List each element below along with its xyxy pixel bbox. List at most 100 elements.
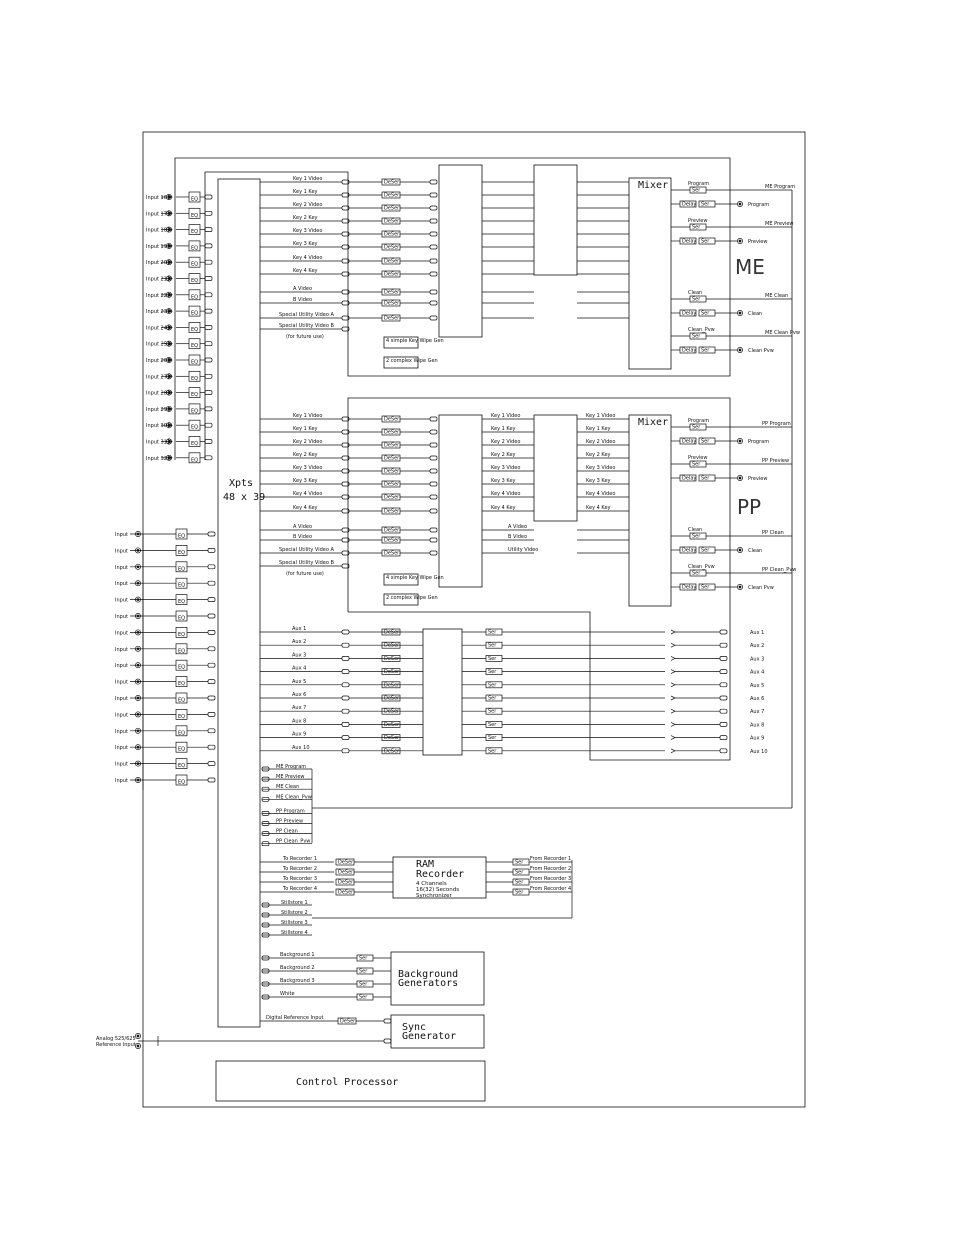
xpts-in-connector xyxy=(204,439,213,444)
me-input-label: Key 2 Video xyxy=(293,202,322,208)
bg-ser-label: Ser xyxy=(359,969,368,975)
top-input-label: Input 19 xyxy=(146,244,167,250)
pp-mid-label: Key 3 Key xyxy=(491,478,516,484)
me-complex-wipe-label: 2 complex Wipe Gen xyxy=(386,358,438,364)
xpts-in-connector xyxy=(204,308,213,314)
aux-connector xyxy=(341,669,350,674)
top-input-label: Input 32 xyxy=(146,456,167,462)
pp-out-jack-dot xyxy=(738,476,742,480)
pp-deser-label: DeSer xyxy=(384,417,400,423)
pp-mid-label-2: Key 3 Video xyxy=(586,465,615,471)
input-jack xyxy=(166,291,172,298)
xpts-in-connector xyxy=(207,777,216,783)
me-input-label: Special Utility Video A xyxy=(279,312,334,318)
pp-deser-label: DeSer xyxy=(384,469,400,475)
pp-connector xyxy=(429,527,438,533)
aux-connector xyxy=(341,748,350,754)
me-connector xyxy=(429,218,438,224)
me-section-title: ME xyxy=(735,255,765,279)
aux-in-label: Aux 1 xyxy=(292,626,306,632)
aux-deser-label: DeSer xyxy=(384,709,400,715)
me-frame xyxy=(174,157,731,460)
pp-deser-label: DeSer xyxy=(384,495,400,501)
aux-in-label: Aux 7 xyxy=(292,705,306,711)
input-jack xyxy=(166,389,172,396)
me-block-a xyxy=(438,164,483,338)
me-input-label: Key 2 Key xyxy=(293,215,318,221)
input-jack xyxy=(166,422,172,429)
me-input-label: Special Utility Video B xyxy=(279,323,334,329)
xpts-in-connector xyxy=(207,548,216,553)
from-recorder-label: From Recorder 2 xyxy=(530,866,571,872)
background-connector xyxy=(261,981,270,987)
bus-connector xyxy=(261,766,270,772)
pp-connector xyxy=(429,508,438,514)
me-connector xyxy=(429,300,438,306)
aux-out-connector xyxy=(719,708,728,714)
pp-mixer-block xyxy=(628,414,672,607)
input-jack-dot xyxy=(167,293,171,297)
input-label: Input xyxy=(115,745,128,751)
me-ser-label: Ser xyxy=(692,225,701,231)
from-recorder-label: From Recorder 1 xyxy=(530,856,571,862)
xpts-in-connector xyxy=(204,227,213,232)
xpts-in-connector xyxy=(204,341,213,347)
pp-mid-label-2: Key 2 Video xyxy=(586,439,615,445)
eq-box-label: EQ xyxy=(178,665,185,671)
pp-ser-label: Ser xyxy=(701,548,710,554)
eq-box-label: EQ xyxy=(178,730,185,736)
stillstore-label: Stillstore 4 xyxy=(281,930,308,936)
pp-input-label: Key 3 Key xyxy=(293,478,318,484)
sync-title-1: Sync xyxy=(402,1022,426,1033)
aux-deser-label: DeSer xyxy=(384,656,400,662)
aux-out-connector xyxy=(719,722,728,727)
stillstore-label: Stillstore 1 xyxy=(281,900,308,906)
ram-title-1: RAM xyxy=(416,859,434,870)
sync-connector xyxy=(383,1018,392,1024)
stillstore-label: Stillstore 3 xyxy=(281,920,308,926)
me-out-jack-dot xyxy=(738,311,742,315)
input-jack-dot xyxy=(167,440,171,443)
sync-deser-label: DeSer xyxy=(340,1019,356,1025)
aux-out-connector xyxy=(719,695,728,701)
aux-driver xyxy=(670,629,676,635)
eq-box-label: EQ xyxy=(191,262,198,268)
me-right-label: ME Program xyxy=(765,184,795,190)
eq-box-label: EQ xyxy=(191,229,198,235)
pp-mid-label: B Video xyxy=(508,534,527,540)
pp-block-a xyxy=(438,414,483,588)
pp-connector xyxy=(429,455,438,461)
me-deser-label: DeSer xyxy=(384,232,400,238)
input-jack-dot xyxy=(167,374,171,378)
me-right-label: ME Clean xyxy=(765,293,788,299)
background-label: White xyxy=(280,991,295,997)
input-jack-dot xyxy=(167,342,171,346)
aux-block xyxy=(422,628,463,756)
eq-box-label: EQ xyxy=(178,616,185,622)
input-jack-dot xyxy=(167,260,171,264)
pp-block-b xyxy=(533,414,578,522)
aux-driver xyxy=(670,682,676,688)
pp-input-label: Key 3 Video xyxy=(293,465,322,471)
bus-connector xyxy=(261,821,270,826)
aux-out-connector xyxy=(719,735,728,740)
xpts-in-connector xyxy=(204,406,213,412)
pp-connector xyxy=(429,494,438,500)
pp-mid-label: Key 2 Key xyxy=(491,452,516,458)
aux-out-label: Aux 8 xyxy=(750,722,764,728)
input-label: Input xyxy=(115,696,128,702)
eq-box-label: EQ xyxy=(178,714,185,720)
aux-out-label: Aux 5 xyxy=(750,683,764,689)
aux-connector xyxy=(341,656,350,661)
me-input-label: B Video xyxy=(293,297,312,303)
bus-connector xyxy=(261,811,270,816)
input-jack-dot xyxy=(167,211,171,215)
top-input-label: Input 18 xyxy=(146,228,167,234)
sync-connector xyxy=(383,1038,392,1044)
analog-ref-label-2: Reference Input xyxy=(96,1042,136,1048)
me-out-jack-dot xyxy=(738,348,742,352)
aux-ser-label: Ser xyxy=(488,630,497,636)
top-input-label: Input 16 xyxy=(146,195,167,201)
xpts-in-connector xyxy=(207,679,216,684)
bus-connector xyxy=(261,776,270,782)
